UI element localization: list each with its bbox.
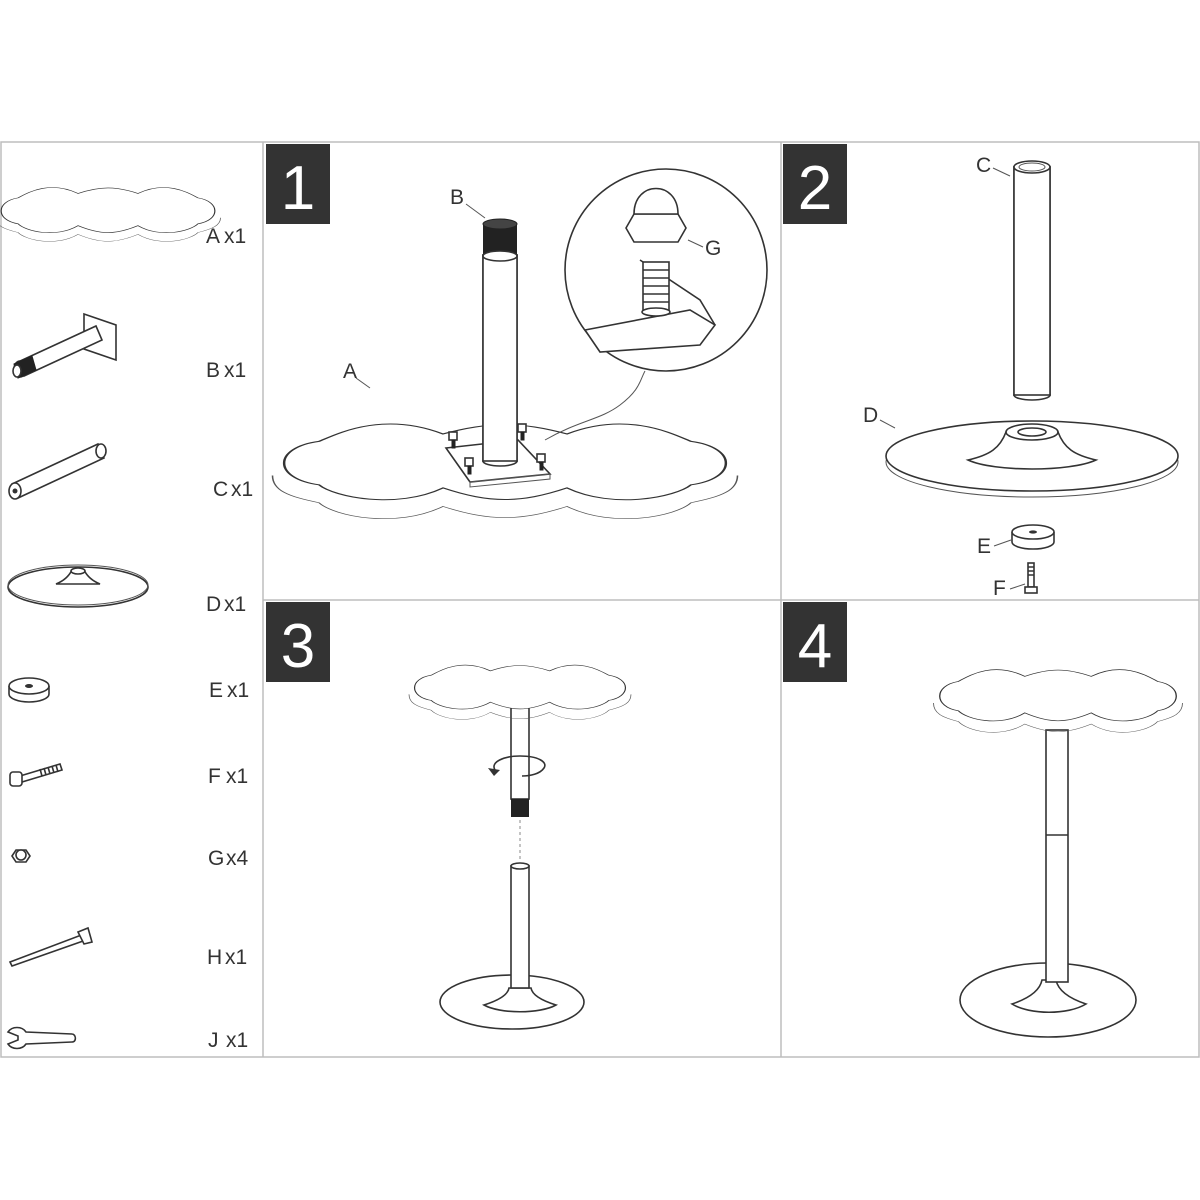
- part-g-qty: x4: [226, 847, 249, 870]
- part-j-letter: J: [208, 1029, 219, 1052]
- callout-c: C: [976, 154, 991, 177]
- step-2-base-disc: [885, 420, 1179, 498]
- base-disc-icon: [7, 564, 149, 608]
- step-2-lower-pole: [1013, 160, 1051, 401]
- step-2-washer: [1011, 524, 1055, 550]
- part-c-letter: C: [213, 478, 228, 501]
- part-f-row: F x1: [9, 763, 248, 788]
- part-j-row: J x1: [6, 1026, 248, 1052]
- part-d-row: D x1: [7, 564, 246, 616]
- step-1-badge: [266, 144, 330, 224]
- part-a-letter: A: [206, 225, 220, 248]
- upper-pole-with-plate-icon: [12, 312, 117, 379]
- step-3-tabletop-with-upper-pole: [408, 664, 632, 817]
- step-3-number: 3: [281, 612, 315, 681]
- step-4-badge: [783, 602, 847, 682]
- part-j-qty: x1: [226, 1029, 248, 1052]
- part-a-row: A x1: [0, 187, 246, 248]
- step-1-detail-magnifier: [544, 168, 768, 441]
- step-1-upper-pole: [482, 218, 518, 467]
- part-h-row: H x1: [8, 926, 247, 969]
- step-3-base-assembly: [439, 862, 585, 1030]
- callout-g: G: [705, 237, 721, 260]
- part-d-qty: x1: [224, 593, 246, 616]
- clover-tabletop-icon: [0, 187, 221, 242]
- washer-icon: [8, 677, 50, 703]
- part-g-letter: G: [208, 847, 224, 870]
- step-3-badge: [266, 602, 330, 682]
- part-b-letter: B: [206, 359, 220, 382]
- cap-nut-icon: [11, 849, 31, 863]
- bolt-icon: [9, 763, 64, 787]
- step-4-panel: 4: [783, 602, 1183, 1038]
- part-a-qty: x1: [224, 225, 246, 248]
- rotate-arrow-icon: [488, 768, 500, 776]
- step-4-assembled-table: [933, 669, 1183, 1038]
- part-b-qty: x1: [224, 359, 246, 382]
- callout-a: A: [343, 360, 357, 383]
- step-2-number: 2: [798, 154, 832, 223]
- part-e-qty: x1: [227, 679, 249, 702]
- step-2-callouts: C D E F: [863, 154, 1026, 600]
- callout-d: D: [863, 404, 878, 427]
- part-g-row: G x4: [11, 847, 249, 870]
- part-c-qty: x1: [231, 478, 253, 501]
- callout-f: F: [993, 577, 1006, 600]
- step-1-number: 1: [281, 154, 315, 223]
- step-2-badge: [783, 144, 847, 224]
- part-b-row: B x1: [12, 312, 246, 382]
- part-f-qty: x1: [226, 765, 248, 788]
- wrench-icon: [6, 1026, 77, 1050]
- step-2-panel: 2 C D: [783, 144, 1179, 600]
- part-c-row: C x1: [8, 442, 253, 501]
- detail-bolt-thread: [641, 261, 671, 317]
- part-h-qty: x1: [225, 946, 247, 969]
- lower-pole-icon: [8, 442, 107, 500]
- allen-key-icon: [8, 926, 93, 967]
- parts-list: A x1 B x1 C x1: [0, 187, 253, 1052]
- part-h-letter: H: [207, 946, 222, 969]
- panel-grid: [0, 141, 1200, 1058]
- part-f-letter: F: [208, 765, 221, 788]
- step-4-number: 4: [798, 612, 832, 681]
- callout-b: B: [450, 186, 464, 209]
- step-1-panel: 1: [266, 144, 768, 519]
- step-1-callouts: A B G: [343, 186, 721, 389]
- part-e-row: E x1: [8, 677, 249, 703]
- step-3-panel: 3: [266, 602, 632, 1030]
- callout-e: E: [977, 535, 991, 558]
- part-e-letter: E: [209, 679, 223, 702]
- step-2-bolt: [1024, 562, 1038, 594]
- part-d-letter: D: [206, 593, 221, 616]
- detail-cap-nut: [625, 187, 687, 243]
